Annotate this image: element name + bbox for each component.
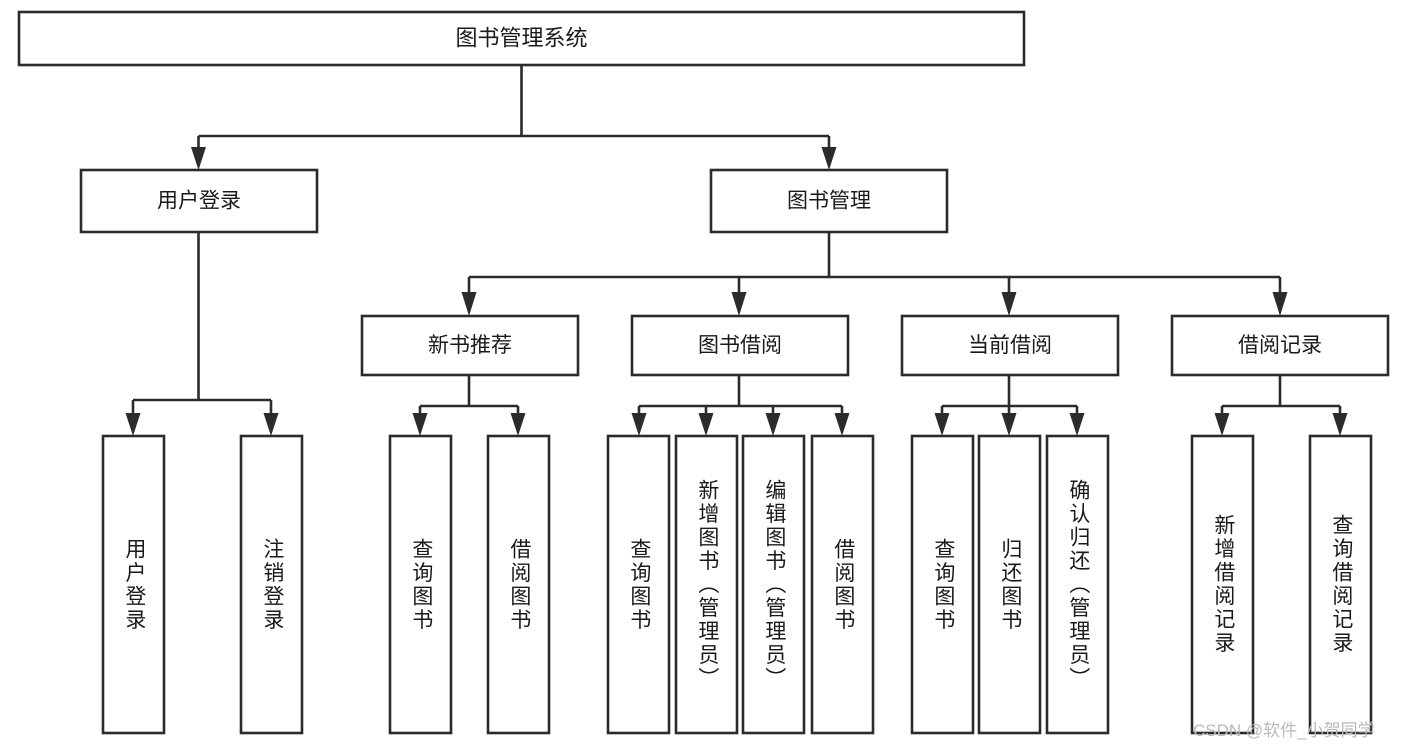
node-leaf-4-box[interactable]	[486, 434, 551, 735]
node-root[interactable]: 图书管理系统	[17, 10, 1026, 67]
connector-layer	[125, 65, 1348, 436]
arrow-records-to-leaf12	[1214, 413, 1230, 436]
arrow-records-to-leaf13	[1332, 413, 1348, 436]
node-borrow[interactable]: 图书借阅	[630, 314, 850, 377]
node-borrow-label: 图书借阅	[698, 334, 782, 357]
node-leaf-5-box[interactable]	[606, 434, 671, 735]
node-records[interactable]: 借阅记录	[1170, 314, 1390, 377]
arrow-borrow-to-leaf6	[698, 413, 714, 436]
connector-borrow-bus	[637, 375, 844, 422]
node-leaf-7-box[interactable]	[741, 434, 806, 735]
arrow-borrow-to-leaf7	[765, 413, 781, 436]
connector-login-bus	[131, 232, 273, 422]
arrow-current-to-leaf11	[1069, 413, 1085, 436]
arrow-login-to-leaf1	[125, 413, 141, 436]
arrow-bookmgmt-to-newbook	[461, 292, 477, 316]
node-current[interactable]: 当前借阅	[900, 314, 1120, 377]
node-leaf-2-box[interactable]	[239, 434, 304, 735]
connector-root-bus	[197, 65, 831, 156]
node-leaf-11-box[interactable]	[1045, 434, 1110, 735]
arrow-bookmgmt-to-current	[1001, 292, 1017, 316]
arrow-newbook-to-leaf3	[412, 413, 428, 436]
arrow-borrow-to-leaf8	[834, 413, 850, 436]
node-leaf-1-box[interactable]	[101, 434, 166, 735]
node-leaf-8-box[interactable]	[810, 434, 875, 735]
arrow-current-to-leaf9	[934, 413, 950, 436]
arrow-current-to-leaf10	[1001, 413, 1017, 436]
node-login[interactable]: 用户登录	[79, 168, 319, 234]
arrow-bookmgmt-to-records	[1272, 292, 1288, 316]
node-login-box[interactable]	[79, 168, 319, 234]
connector-records-bus	[1220, 375, 1342, 422]
node-records-box[interactable]	[1170, 314, 1390, 377]
arrow-login-to-leaf2	[263, 413, 279, 436]
node-current-label: 当前借阅	[968, 334, 1052, 357]
arrow-newbook-to-leaf4	[510, 413, 526, 436]
node-newbook-box[interactable]	[360, 314, 580, 377]
node-bookmgmt-box[interactable]	[709, 168, 949, 234]
node-newbook[interactable]: 新书推荐	[360, 314, 580, 377]
node-leaf-10-box[interactable]	[977, 434, 1042, 735]
leaf-boxes-layer	[101, 434, 1373, 735]
arrow-borrow-to-leaf5	[631, 413, 647, 436]
connector-newbook-bus	[418, 375, 520, 422]
node-newbook-label: 新书推荐	[428, 334, 512, 357]
arrow-root-to-login	[191, 147, 206, 170]
node-leaf-3-box[interactable]	[388, 434, 453, 735]
csdn-watermark: CSDN @软件_小贺同学	[1193, 721, 1375, 740]
node-bookmgmt-label: 图书管理	[787, 190, 871, 213]
node-leaf-12-box[interactable]	[1190, 434, 1255, 735]
node-leaf-13-box[interactable]	[1308, 434, 1373, 735]
connector-bookmgmt-bus	[467, 232, 1282, 302]
node-root-box[interactable]	[17, 10, 1026, 67]
node-leaf-6-box[interactable]	[674, 434, 739, 735]
arrow-root-to-bookmgmt	[821, 147, 837, 170]
node-login-label: 用户登录	[157, 190, 241, 213]
node-leaf-9-box[interactable]	[910, 434, 975, 735]
node-bookmgmt[interactable]: 图书管理	[709, 168, 949, 234]
arrow-bookmgmt-to-borrow	[731, 292, 747, 316]
node-current-box[interactable]	[900, 314, 1120, 377]
node-borrow-box[interactable]	[630, 314, 850, 377]
node-root-label: 图书管理系统	[455, 25, 587, 50]
node-records-label: 借阅记录	[1238, 334, 1322, 357]
